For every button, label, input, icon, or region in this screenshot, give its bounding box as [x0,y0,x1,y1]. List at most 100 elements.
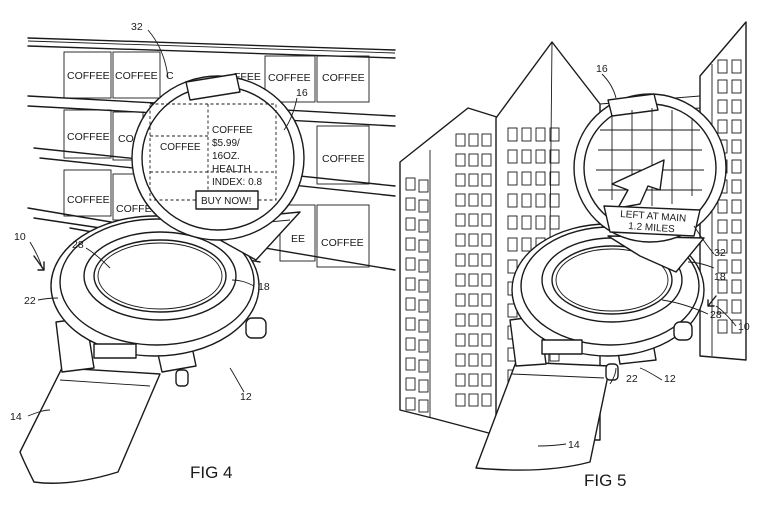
window [535,171,546,186]
window [455,233,466,247]
overlay-line: COFFEE [212,125,253,136]
window [405,317,416,331]
window [418,319,429,333]
shelf-label: COFFEE [115,70,158,82]
window [418,179,429,193]
window [521,193,532,208]
window [455,173,466,187]
shelf-label: COFFEE [322,72,365,84]
window [481,293,492,307]
window [468,173,479,187]
ref-number: 32 [714,247,726,259]
window [455,193,466,207]
fig5-leaders [537,73,737,447]
window [418,219,429,233]
fig5-caption: FIG 5 [584,471,627,490]
window [405,177,416,191]
window [481,393,492,407]
window [507,193,518,208]
ref-number: 14 [10,411,22,423]
window [455,293,466,307]
overlay-line: HEALTH [212,164,251,175]
window [418,379,429,393]
window [731,79,742,94]
window [468,273,479,287]
window [481,193,492,207]
window [455,273,466,287]
window [717,59,728,74]
window [507,237,518,252]
window [535,149,546,164]
window [507,215,518,230]
window [549,127,560,142]
fig5-ref-numbers: 16 32 18 28 10 22 12 14 [568,63,750,451]
window [521,215,532,230]
window [418,239,429,253]
shelf-label: COFFEE [67,131,110,143]
window [418,339,429,353]
fig4-leaders [27,29,298,417]
window [468,133,479,147]
overlay-line: INDEX: 0.8 [212,177,262,188]
window [405,197,416,211]
buy-now-label: BUY NOW! [201,196,251,207]
window [455,313,466,327]
window [455,153,466,167]
window [468,153,479,167]
shelf-label: COFFEE [67,70,110,82]
shelf-label: CO [118,133,134,145]
window [717,119,728,134]
window [455,373,466,387]
window [481,333,492,347]
window [731,179,742,194]
window [455,253,466,267]
window [535,215,546,230]
shelf-label: COFFEE [322,153,365,165]
window [468,293,479,307]
window [405,357,416,371]
window [717,79,728,94]
shelf-label: EE [291,233,305,245]
window [405,257,416,271]
overlay-line: $5.99/ [212,138,240,149]
ref-number: 28 [710,309,722,321]
window [535,193,546,208]
window [455,353,466,367]
ref-number: 32 [131,21,143,33]
window [468,333,479,347]
window [507,171,518,186]
overlay-line: 16OZ. [212,151,240,162]
window [717,219,728,234]
ref-number: 10 [738,321,750,333]
window [731,219,742,234]
window [405,337,416,351]
window [481,353,492,367]
window [405,217,416,231]
window [405,277,416,291]
window [549,193,560,208]
ref-number: 28 [72,239,84,251]
window [468,233,479,247]
window [418,199,429,213]
window [731,59,742,74]
window [731,99,742,114]
window [418,279,429,293]
buy-now-button[interactable] [195,190,259,210]
window [507,259,518,274]
window [405,377,416,391]
window [549,171,560,186]
ref-number: 12 [240,391,252,403]
window [481,213,492,227]
window [521,149,532,164]
window [481,133,492,147]
shelf-label: COFFEE [268,72,311,84]
window [468,253,479,267]
window [455,393,466,407]
window [717,319,728,334]
ref-number: 18 [714,271,726,283]
window [549,149,560,164]
direction-line: LEFT AT MAIN [620,209,687,225]
window [418,259,429,273]
window [455,133,466,147]
